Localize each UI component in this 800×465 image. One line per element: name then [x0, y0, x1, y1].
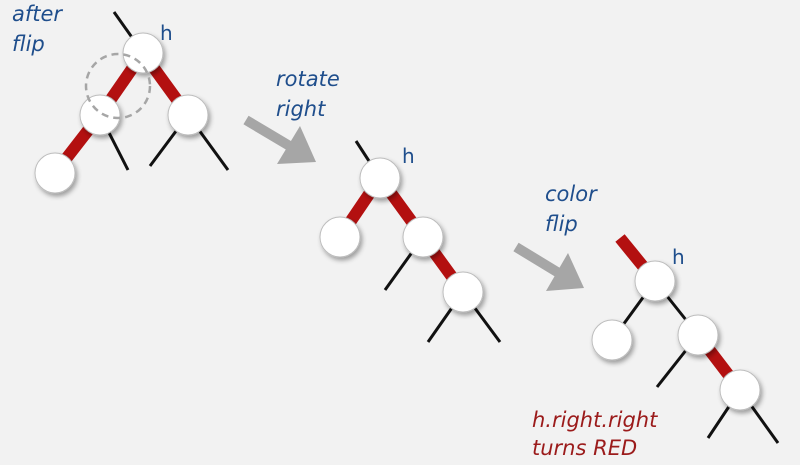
tree-node	[34, 152, 76, 194]
tree-node	[167, 94, 209, 136]
tree-node	[634, 260, 676, 302]
node-label-h-tree2: h	[402, 144, 415, 168]
label-right: right	[276, 97, 326, 121]
tree-node	[402, 216, 444, 258]
tree-node	[677, 314, 719, 356]
highlight-circle	[84, 52, 152, 120]
tree-node	[359, 157, 401, 199]
arrow-color-flip	[513, 242, 584, 291]
tree-node	[122, 32, 164, 74]
node-label-h-tree1: h	[160, 21, 173, 45]
tree-node	[719, 369, 761, 411]
tree-node	[591, 319, 633, 361]
tree-node	[319, 216, 361, 258]
tree-node	[79, 94, 121, 136]
label-color-flip: flip	[545, 212, 578, 236]
tree-color-flip	[591, 234, 780, 444]
label-flip: flip	[12, 32, 45, 56]
label-turns-red: turns RED	[532, 436, 638, 460]
tree-rotate-right	[319, 140, 502, 343]
label-h-right-right: h.right.right	[532, 408, 658, 432]
label-color: color	[545, 182, 597, 206]
label-after: after	[12, 2, 63, 26]
tree-node	[442, 271, 484, 313]
tree-after-flip	[34, 11, 230, 194]
arrow-rotate-right	[243, 115, 316, 164]
node-label-h-tree3: h	[672, 245, 685, 269]
label-rotate: rotate	[276, 67, 340, 91]
